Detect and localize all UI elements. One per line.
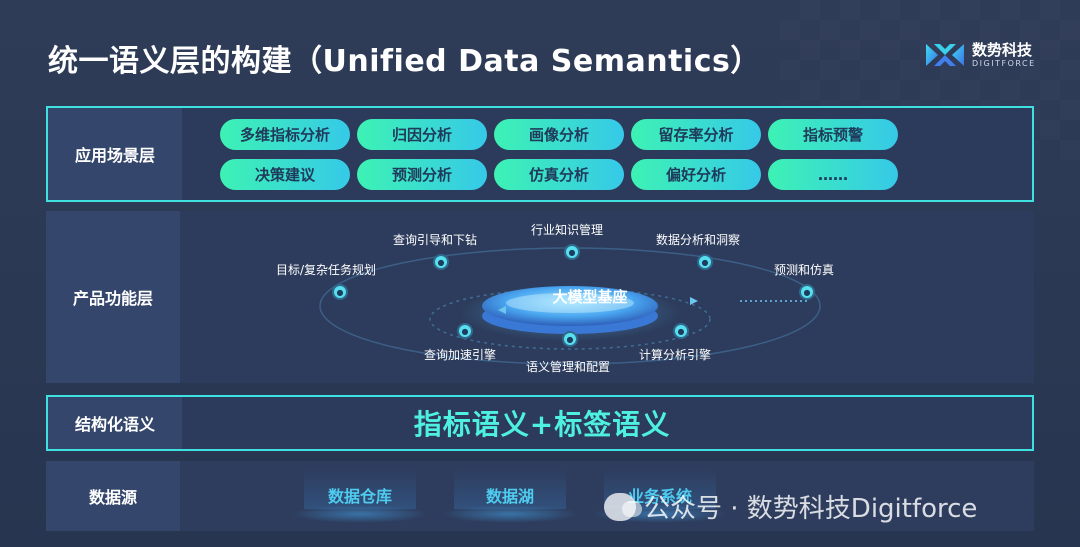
feature-label: 目标/复杂任务规划 (276, 263, 377, 277)
watermark-text: 公众号 · 数势科技Digitforce (644, 494, 978, 524)
feature-node-icon[interactable]: ● (457, 323, 473, 339)
product-layer: 产品功能层 大模型基座 (46, 211, 1034, 383)
structured-semantic-layer: 结构化语义 指标语义+标签语义 (46, 395, 1034, 451)
feature-node-icon[interactable]: ● (697, 254, 713, 270)
scenario-chip-more[interactable]: …… (768, 159, 898, 190)
wechat-icon (604, 492, 642, 521)
core-highlight (506, 293, 634, 313)
brand-logo: 数势科技 DIGITFORCE (924, 40, 1036, 70)
orbit-diagram (319, 247, 821, 365)
structured-layer-label: 结构化语义 (48, 397, 182, 449)
product-layer-label: 产品功能层 (46, 211, 180, 383)
logo-name-en: DIGITFORCE (972, 58, 1036, 68)
wechat-watermark: 公众号 · 数势科技Digitforce (604, 488, 977, 525)
feature-label: 数据分析和洞察 (656, 233, 741, 247)
feature-label: 查询引导和下钻 (393, 233, 478, 247)
logo-icon (926, 44, 964, 66)
scenario-chip[interactable]: 留存率分析 (631, 119, 761, 150)
feature-node-icon[interactable]: ● (799, 284, 815, 300)
page-title: 统一语义层的构建（Unified Data Semantics） (48, 44, 761, 79)
feature-label: 语义管理和配置 (526, 360, 611, 374)
scenario-chip[interactable]: 偏好分析 (631, 159, 761, 190)
data-source-label: 数据仓库 (327, 487, 392, 506)
logo-name-cn: 数势科技 (972, 40, 1033, 59)
core-disc (482, 286, 658, 326)
feature-node-icon[interactable]: ● (332, 284, 348, 300)
semantic-types-text: 指标语义+标签语义 (413, 408, 671, 441)
data-source-label: 业务系统 (627, 487, 692, 506)
feature-label: 查询加速引擎 (424, 348, 497, 362)
scenario-chip[interactable]: 预测分析 (357, 159, 487, 190)
data-source-item[interactable]: 数据仓库 (292, 469, 428, 523)
core-model-label: 大模型基座 (552, 288, 628, 306)
scenario-chip[interactable]: 画像分析 (494, 119, 624, 150)
source-layer-label: 数据源 (46, 461, 180, 531)
source-base-glow (292, 505, 428, 523)
application-layer-label: 应用场景层 (48, 108, 182, 200)
feature-label: 计算分析引擎 (639, 348, 712, 362)
application-layer: 应用场景层 多维指标分析 归因分析 画像分析 留存率分析 指标预警 决策建议 预… (46, 106, 1034, 202)
scenario-chip[interactable]: 决策建议 (220, 159, 350, 190)
arrow-right (690, 297, 698, 305)
source-layer-body: 数据仓库 数据湖 业务系统 (180, 461, 1034, 531)
feature-label: 行业知识管理 (531, 223, 604, 237)
feature-label: 预测和仿真 (774, 263, 835, 277)
application-layer-body: 多维指标分析 归因分析 画像分析 留存率分析 指标预警 决策建议 预测分析 仿真… (182, 108, 1032, 200)
data-source-label: 数据湖 (485, 487, 534, 506)
data-source-layer: 数据源 数据仓库 数据湖 业务系统 (46, 461, 1034, 531)
scenario-chip[interactable]: 归因分析 (357, 119, 487, 150)
source-base-glow (442, 505, 578, 523)
scenario-chip[interactable]: 仿真分析 (494, 159, 624, 190)
application-scenario-grid: 多维指标分析 归因分析 画像分析 留存率分析 指标预警 决策建议 预测分析 仿真… (220, 119, 898, 190)
scenario-chip[interactable]: 多维指标分析 (220, 119, 350, 150)
feature-node-icon[interactable]: ● (673, 323, 689, 339)
source-column-glow (454, 469, 566, 509)
feature-node-icon[interactable]: ● (433, 254, 449, 270)
scenario-chip[interactable]: 指标预警 (768, 119, 898, 150)
feature-node-icon[interactable]: ● (562, 331, 578, 347)
source-column-glow (304, 469, 416, 509)
arrow-left (498, 306, 506, 314)
product-layer-body: 大模型基座 ● 目标/复杂任务规划 ● 查询引导和下钻 ● 行业知识管理 ● 数… (180, 211, 1034, 383)
data-source-item[interactable]: 数据湖 (442, 469, 578, 523)
feature-node-icon[interactable]: ● (564, 244, 580, 260)
structured-layer-body: 指标语义+标签语义 (182, 397, 1032, 449)
